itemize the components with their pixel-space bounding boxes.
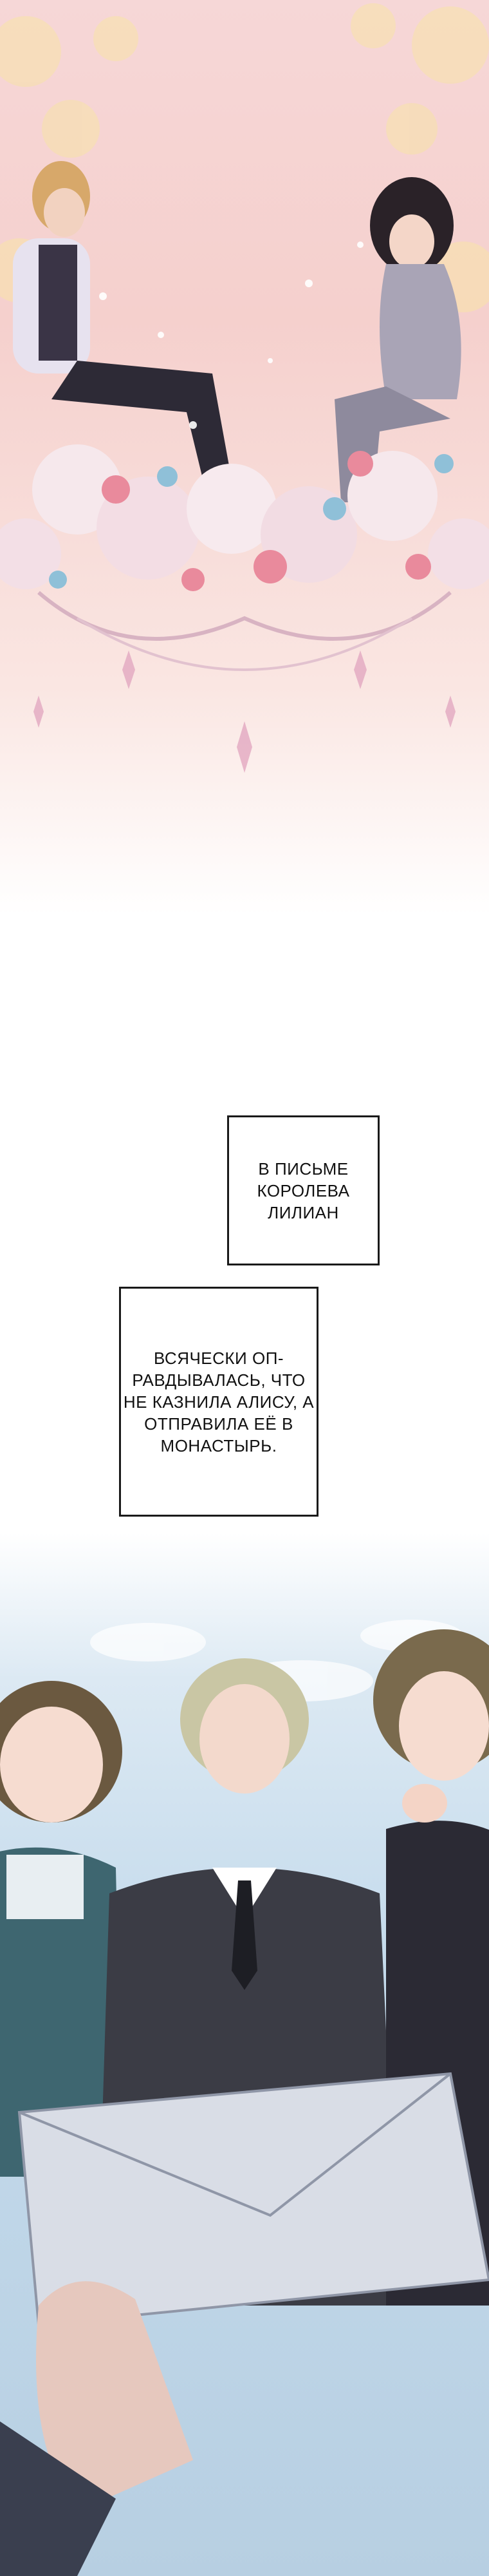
caption-box-2: ВСЯЧЕСКИ ОП- РАВДЫВАЛАСЬ, ЧТО НЕ КАЗНИЛА… — [119, 1287, 318, 1517]
illustration-three-people-letter — [0, 1533, 489, 2576]
caption-box-1: В ПИСЬМЕ КОРОЛЕВА ЛИЛИАН — [227, 1115, 380, 1265]
caption-text-2: ВСЯЧЕСКИ ОП- РАВДЫВАЛАСЬ, ЧТО НЕ КАЗНИЛА… — [123, 1348, 315, 1455]
man-figure — [13, 161, 238, 518]
illustration-couple-flowers — [0, 0, 489, 914]
caption-text-1: В ПИСЬМЕ КОРОЛЕВА ЛИЛИАН — [257, 1159, 350, 1222]
left-woman — [0, 1681, 122, 2177]
flower-garland — [0, 444, 489, 671]
caption-panel: В ПИСЬМЕ КОРОЛЕВА ЛИЛИАН ВСЯЧЕСКИ ОП- РА… — [0, 914, 489, 1533]
flowers-scene — [0, 3, 489, 773]
woman-figure — [335, 177, 461, 502]
hand — [0, 2281, 193, 2576]
envelope-icon — [17, 2072, 489, 2327]
letter-scene — [0, 1620, 489, 2576]
hanging-crystals — [33, 650, 456, 773]
